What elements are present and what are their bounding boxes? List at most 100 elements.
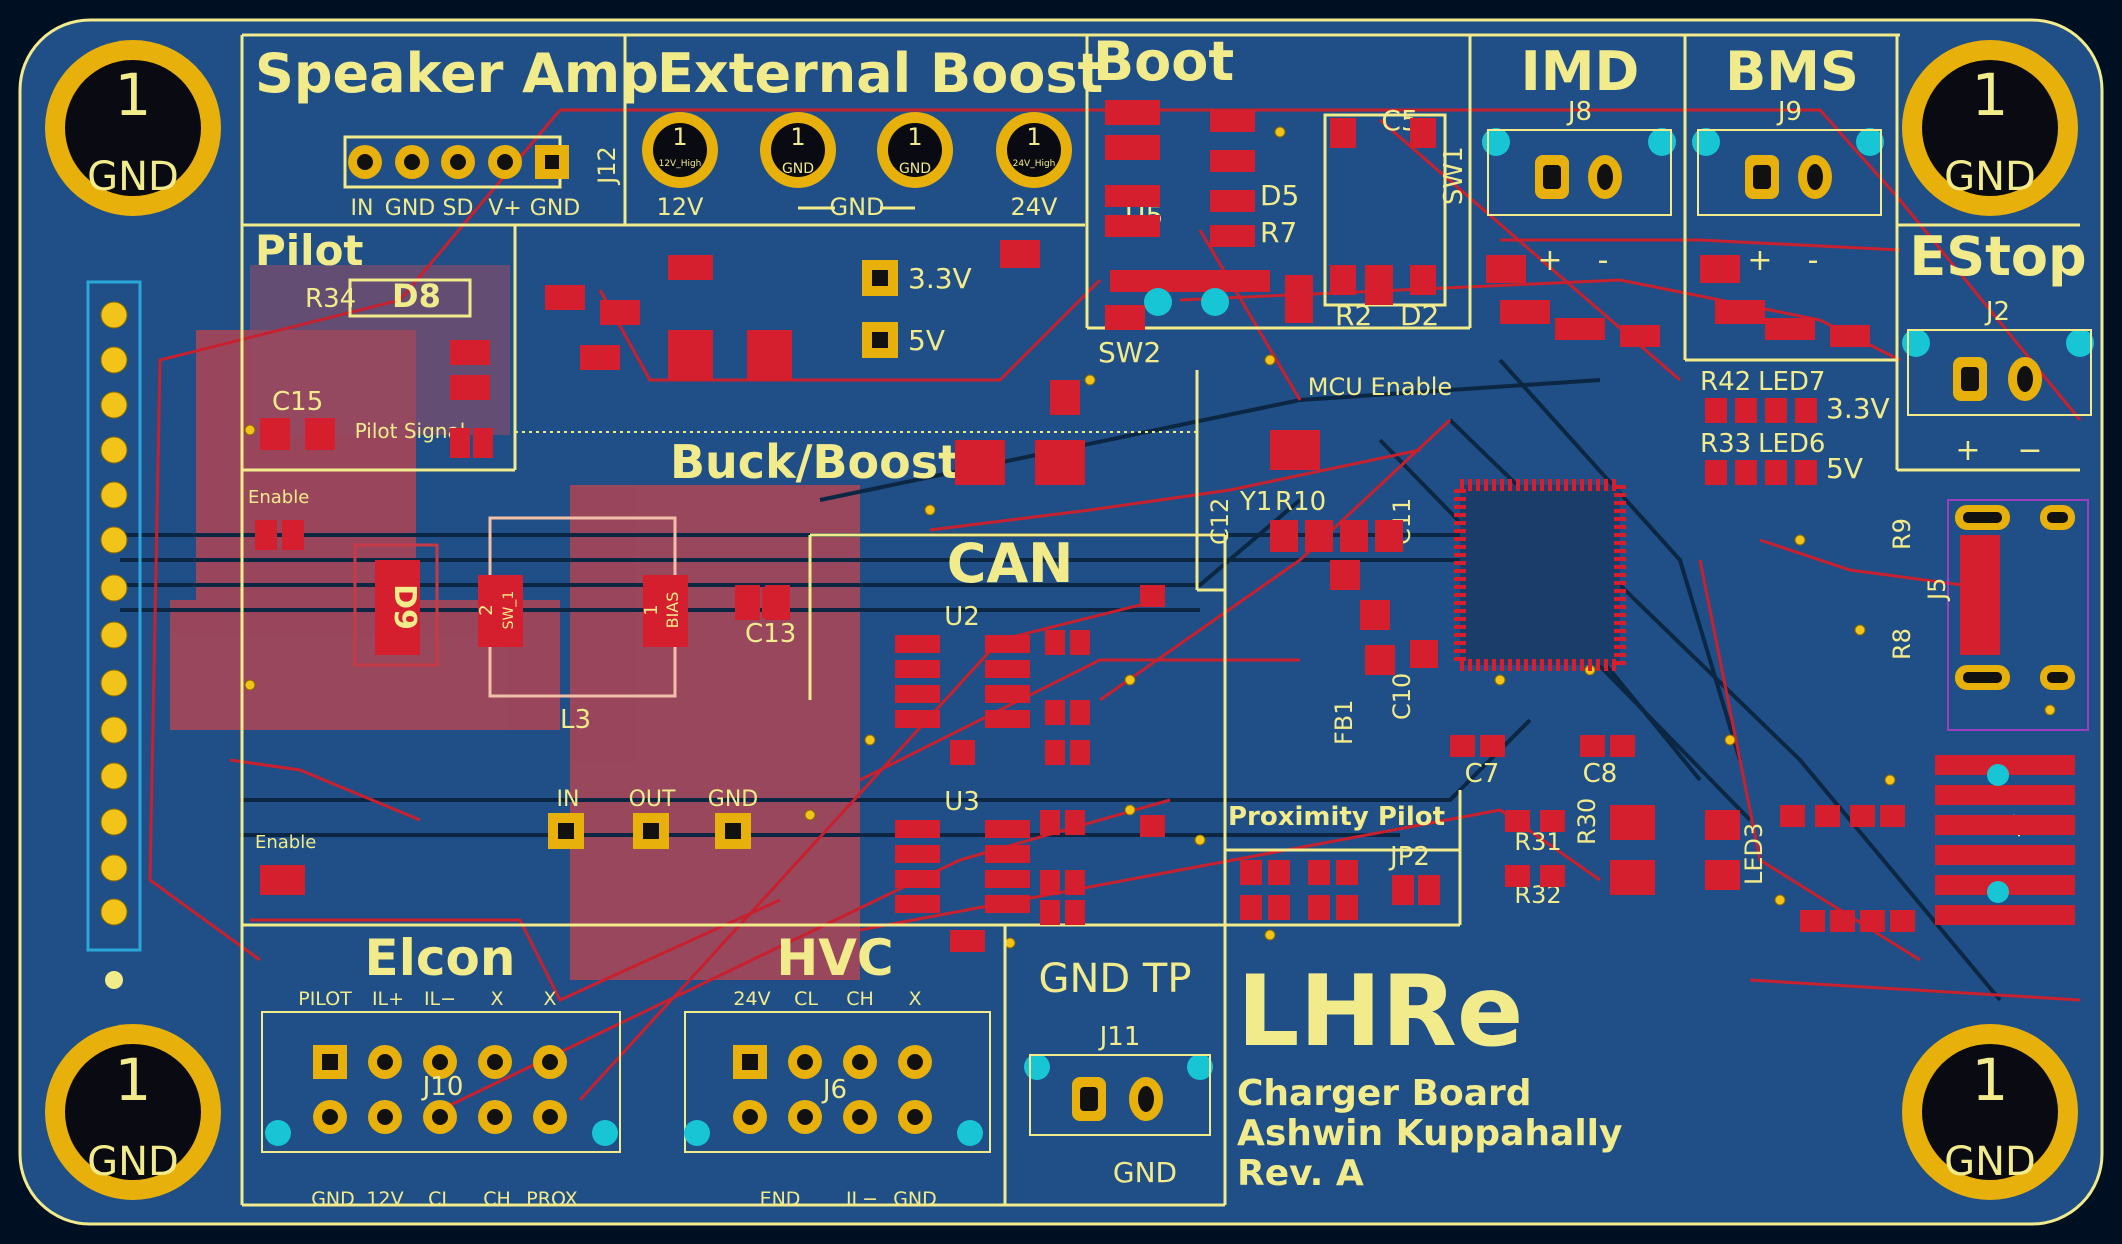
hvc-title: HVC [776,929,893,987]
boot-title: Boot [1093,30,1234,93]
mcu-ref-r31: R31 [1514,828,1561,856]
elcon-pin-top: X [490,988,503,1010]
mount-hole-number: 1 [115,61,152,129]
buck-tp-gnd: GND [708,787,758,812]
boost-label-12v: 12V [657,193,705,221]
mount-hole-label: GND [1944,1139,2036,1185]
boot-ref-d5: D5 [1260,179,1299,212]
imd-title: IMD [1521,40,1640,103]
led-label-5v: 5V [1826,452,1863,485]
elcon-pin-bottom: CH [483,1188,511,1210]
usb-connector: R9 J5 R8 [1888,499,2089,731]
boost-term-number: 1 [907,123,922,151]
buck-enable-label: Enable [255,832,316,853]
mount-hole-bl: 1 GND [45,1024,221,1200]
mcu-ref-c8: C8 [1583,759,1618,789]
buck-boost-title: Buck/Boost [670,435,960,489]
mcu-enable-label: MCU Enable [1308,373,1452,401]
pilot-ref-r34: R34 [305,284,356,314]
boost-label-gnd: GND [829,193,884,221]
silk-dividers [240,33,2080,1207]
lhre-logo: LHRe [1237,955,1523,1069]
mcu-ref-r10: R10 [1275,487,1326,517]
proximity-ref-jp2: JP2 [1388,842,1430,872]
elcon-ref: J10 [421,1072,464,1102]
speaker-amp-section: Speaker Amp IN GND SD V+ GND J12 [255,42,659,221]
mcu-section: MCU Enable Y1 R10 C12 C11 C10 FB1 C7 C8 … [1206,373,2075,932]
proximity-pilot-section: Proximity Pilot JP2 [1228,802,1445,920]
pilot-signal-label: Pilot Signal [355,419,466,443]
buck-ref-l3: L3 [560,705,591,735]
mount-hole-number: 1 [1972,61,2009,129]
led-label-33v: 3.3V [1826,392,1890,425]
mcu-ref-r30: R30 [1573,798,1601,845]
elcon-section: Elcon PILOT IL+ IL− X X J10 GND 12V CL C… [261,929,621,1210]
estop-title: EStop [1909,225,2086,288]
gnd-tp-section: GND TP J11 GND [1024,956,1213,1189]
boost-term-number: 1 [1026,123,1041,151]
elcon-pin-top: X [543,988,556,1010]
boost-term-net: GND [899,161,931,177]
gnd-tp-ref: J11 [1098,1022,1141,1052]
revision-label: Rev. A [1237,1153,1364,1194]
can-section: CAN U2 U3 C13 [735,532,1165,952]
boost-term-net: GND [782,161,814,177]
buck-tp-in: IN [557,787,580,812]
hvc-pin-bottom: IL− [846,1188,878,1210]
mount-hole-label: GND [87,1139,179,1185]
elcon-pin-bottom: PROX [526,1188,577,1210]
speaker-pin-label: SD [443,196,474,221]
imd-section: IMD J8 + - [1482,40,1676,347]
elcon-pin-top: PILOT [298,988,352,1010]
hvc-pin-top: CH [846,988,874,1010]
branding-block: LHRe Charger Board Ashwin Kuppahally Rev… [1237,955,1622,1194]
hvc-pin-top: CL [794,988,818,1010]
elcon-pin-bottom: GND [311,1188,355,1210]
usb-ref-r8: R8 [1888,628,1916,660]
elcon-pin-bottom: 12V [366,1188,403,1210]
led-ref-led7: LED7 [1758,367,1825,397]
mount-hole-label: GND [1944,154,2036,200]
proximity-title: Proximity Pilot [1228,802,1445,832]
mcu-ref-fb1: FB1 [1330,699,1358,745]
hvc-section: HVC 24V CL CH X J6 END IL− GND [684,929,991,1210]
mount-hole-label: GND [87,154,179,200]
mcu-ref-led3: LED3 [1740,823,1768,885]
bms-title: BMS [1725,40,1859,103]
left-pin-header [86,280,142,989]
mcu-ref-c10: C10 [1388,673,1416,720]
usb-ref-r9: R9 [1888,518,1916,550]
elcon-pin-top: IL+ [372,988,404,1010]
buck-ref-d9: D9 [387,584,422,630]
speaker-pin-label: GND [385,196,435,221]
can-ref-u3: U3 [944,787,980,817]
estop-ref: J2 [1984,297,2010,327]
estop-minus: − [2017,433,2042,468]
speaker-pin-label: V+ [488,196,521,221]
hvc-ref: J6 [821,1075,847,1105]
gnd-tp-label: GND [1113,1156,1177,1189]
led-ref-r33: R33 [1700,429,1751,459]
boost-term-net: 24V_High [1013,159,1056,169]
buck-tp-out: OUT [629,787,676,812]
imd-minus: - [1598,243,1609,278]
led-indicators: R42 LED7 3.3V R33 LED6 5V [1700,367,1890,485]
buck-pad-sw: SW_1 [501,591,517,630]
pilot-ref-d8: D8 [392,277,441,315]
estop-plus: + [1955,433,1980,468]
bms-minus: - [1808,243,1819,278]
usb-ref-j5: J5 [1923,578,1951,602]
pilot-section: Pilot R34 D8 C15 Pilot Signal Enable [248,226,493,550]
speaker-pin-label: GND [530,196,580,221]
elcon-pin-top: IL− [424,988,456,1010]
boost-term-number: 1 [672,123,687,151]
board-name: Charger Board [1237,1073,1532,1114]
buck-pad-bias: BIAS [663,592,682,629]
boost-term-net: 12V_High [659,159,702,169]
elcon-title: Elcon [365,929,516,987]
can-title: CAN [947,532,1074,595]
mcu-ref-c7: C7 [1465,759,1500,789]
estop-section: EStop J2 + − [1902,225,2094,468]
pilot-ref-c15: C15 [272,387,323,417]
